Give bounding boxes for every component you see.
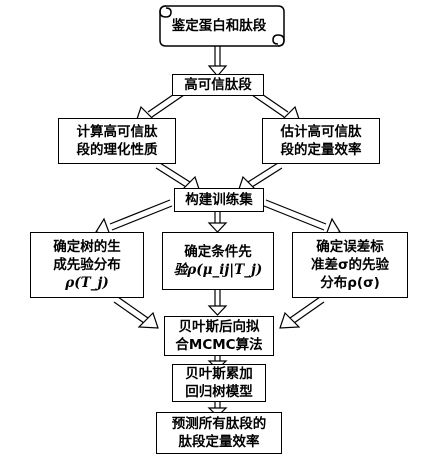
arrowhead xyxy=(207,222,228,233)
node-bayesian-mcmc: 贝叶斯后向拟 合MCMC算法 xyxy=(164,316,274,356)
node-text: 构建训练集 xyxy=(185,192,253,208)
node-text: 估计高可信肽 xyxy=(280,124,362,140)
node-quantification-efficiency: 估计高可信肽 段的定量效率 xyxy=(262,118,380,164)
arrow-condprior-to-mcmc xyxy=(214,290,221,308)
arrow-quant-to-training xyxy=(247,162,283,188)
node-text: 回归树模型 xyxy=(185,384,253,400)
node-tree-prior: 确定树的生 成先验分布 ρ(T_j) xyxy=(30,232,144,298)
node-text: 计算高可信肽 xyxy=(76,124,158,140)
node-text: 贝叶斯累加 xyxy=(185,366,253,382)
node-predict-efficiency: 预测所有肽段的 肽段定量效率 xyxy=(156,412,282,454)
node-text: 合MCMC算法 xyxy=(175,337,263,353)
arrowhead xyxy=(207,305,228,316)
arrow-errorprior-to-mcmc xyxy=(289,296,325,324)
node-math: 验ρ(μ_ij|T_j) xyxy=(173,262,263,278)
node-text: 成先验分布 xyxy=(53,257,121,273)
node-high-confidence-peptides: 高可信肽段 xyxy=(172,74,264,96)
arrowhead xyxy=(137,311,159,329)
arrow-identify-to-highconf xyxy=(214,44,221,68)
arrow-training-to-errorprior xyxy=(263,199,327,231)
node-text: 肽段定量效率 xyxy=(178,434,260,450)
node-error-prior: 确定误差标 准差σ的先验 分布ρ(σ) xyxy=(292,232,408,298)
arrow-priortree-to-mcmc xyxy=(113,296,149,324)
node-physicochemical-properties: 计算高可信肽 段的理化性质 xyxy=(58,118,176,164)
arrow-physchem-to-training xyxy=(155,162,191,188)
identify-banner-shape xyxy=(159,5,285,47)
node-text: 鉴定蛋白和肽段 xyxy=(171,18,267,34)
arrowhead xyxy=(207,65,228,77)
node-text: 段的理化性质 xyxy=(76,142,158,158)
node-text: 确定树的生 xyxy=(53,239,121,255)
node-identify-proteins-peptides: 鉴定蛋白和肽段 xyxy=(166,8,272,44)
node-text: 准差σ的先验 xyxy=(310,257,389,273)
node-text: 高可信肽段 xyxy=(184,77,252,93)
node-math: ρ(T_j) xyxy=(65,275,109,291)
node-text: 确定误差标 xyxy=(316,239,384,255)
node-text: 确定条件先 xyxy=(184,244,252,260)
node-text: 分布ρ(σ) xyxy=(320,275,380,291)
arrowhead xyxy=(279,311,301,329)
node-text: 贝叶斯后向拟 xyxy=(178,319,260,335)
node-training-set: 构建训练集 xyxy=(174,188,264,212)
node-text: 预测所有肽段的 xyxy=(171,416,267,432)
arrow-training-to-priortree xyxy=(109,199,173,231)
connector-arrows xyxy=(95,44,341,417)
node-bart-model: 贝叶斯累加 回归树模型 xyxy=(172,364,266,402)
node-text: 段的定量效率 xyxy=(280,142,362,158)
node-conditional-prior: 确定条件先 验ρ(μ_ij|T_j) xyxy=(162,232,274,290)
